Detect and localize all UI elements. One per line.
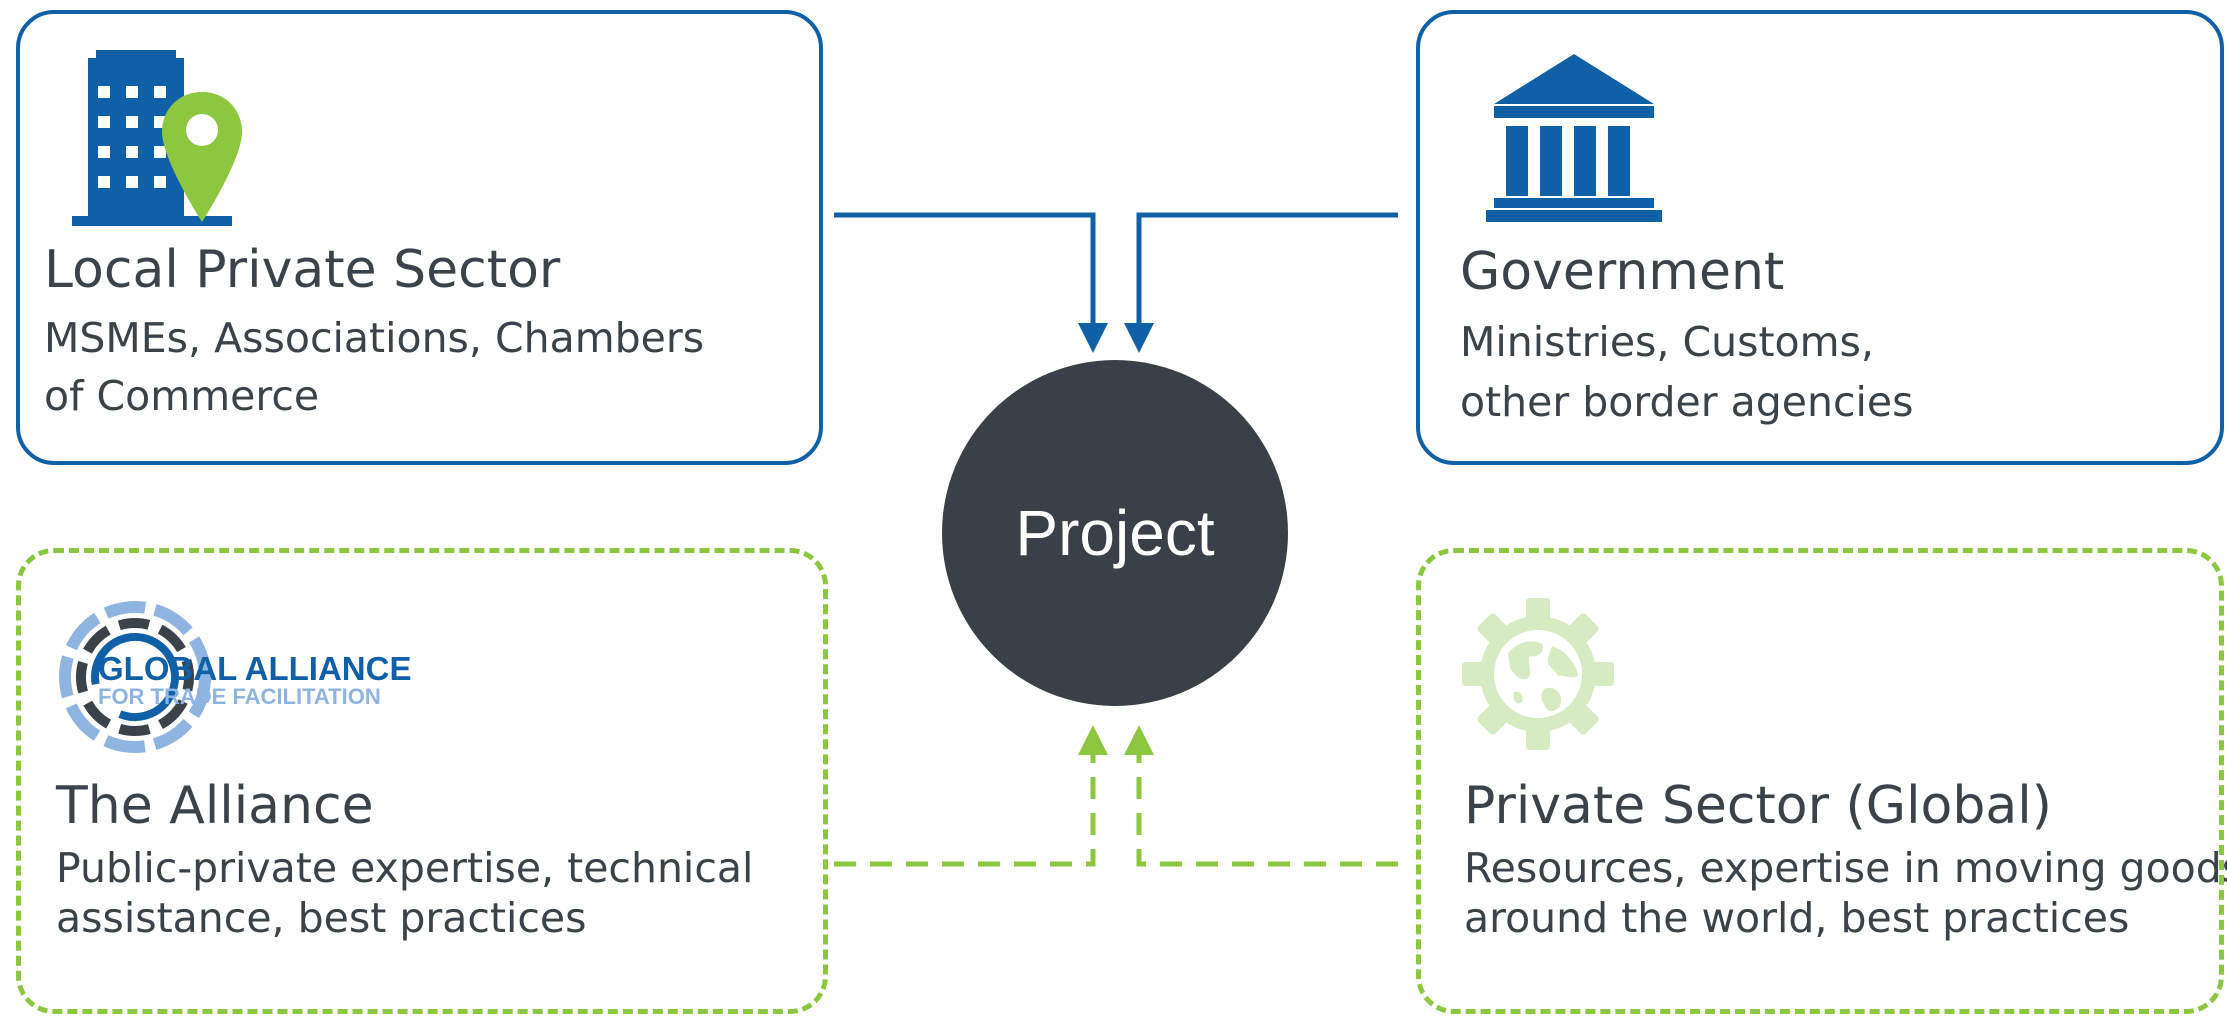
private-sector-global-box (1416, 548, 2224, 1014)
local-private-sector-desc-line1: MSMEs, Associations, Chambers (44, 314, 705, 362)
private-sector-global-title: Private Sector (Global) (1464, 776, 2052, 836)
connector-private-global-to-project (1124, 725, 1398, 867)
government-desc-line1: Ministries, Customs, (1460, 318, 1874, 366)
alliance-desc-line2: assistance, best practices (56, 894, 587, 942)
global-alliance-logo: GLOBAL ALLIANCE FOR TRADE FACILITATION (59, 601, 411, 753)
connector-government-to-project (1124, 212, 1398, 353)
building-location-icon (72, 50, 242, 226)
government-title: Government (1460, 242, 1785, 302)
alliance-box (16, 548, 828, 1014)
government-box (1416, 10, 2224, 465)
local-private-sector-title: Local Private Sector (44, 240, 561, 300)
government-building-icon (1486, 54, 1662, 222)
government-desc-line2: other border agencies (1460, 378, 1914, 426)
connector-local-to-project (834, 212, 1108, 353)
globe-gear-icon (1462, 598, 1614, 750)
logo-line1: GLOBAL ALLIANCE (98, 650, 411, 687)
local-private-sector-box (16, 10, 823, 465)
logo-line2: FOR TRADE FACILITATION (98, 684, 381, 709)
alliance-desc-line1: Public-private expertise, technical (56, 844, 754, 892)
connector-alliance-to-project (834, 725, 1108, 867)
project-label: Project (1015, 497, 1215, 569)
project-circle: Project (942, 360, 1288, 706)
private-sector-global-desc-line2: around the world, best practices (1464, 894, 2130, 942)
private-sector-global-desc-line1: Resources, expertise in moving goods (1464, 844, 2227, 892)
alliance-title: The Alliance (56, 776, 374, 836)
local-private-sector-desc-line2: of Commerce (44, 372, 320, 420)
